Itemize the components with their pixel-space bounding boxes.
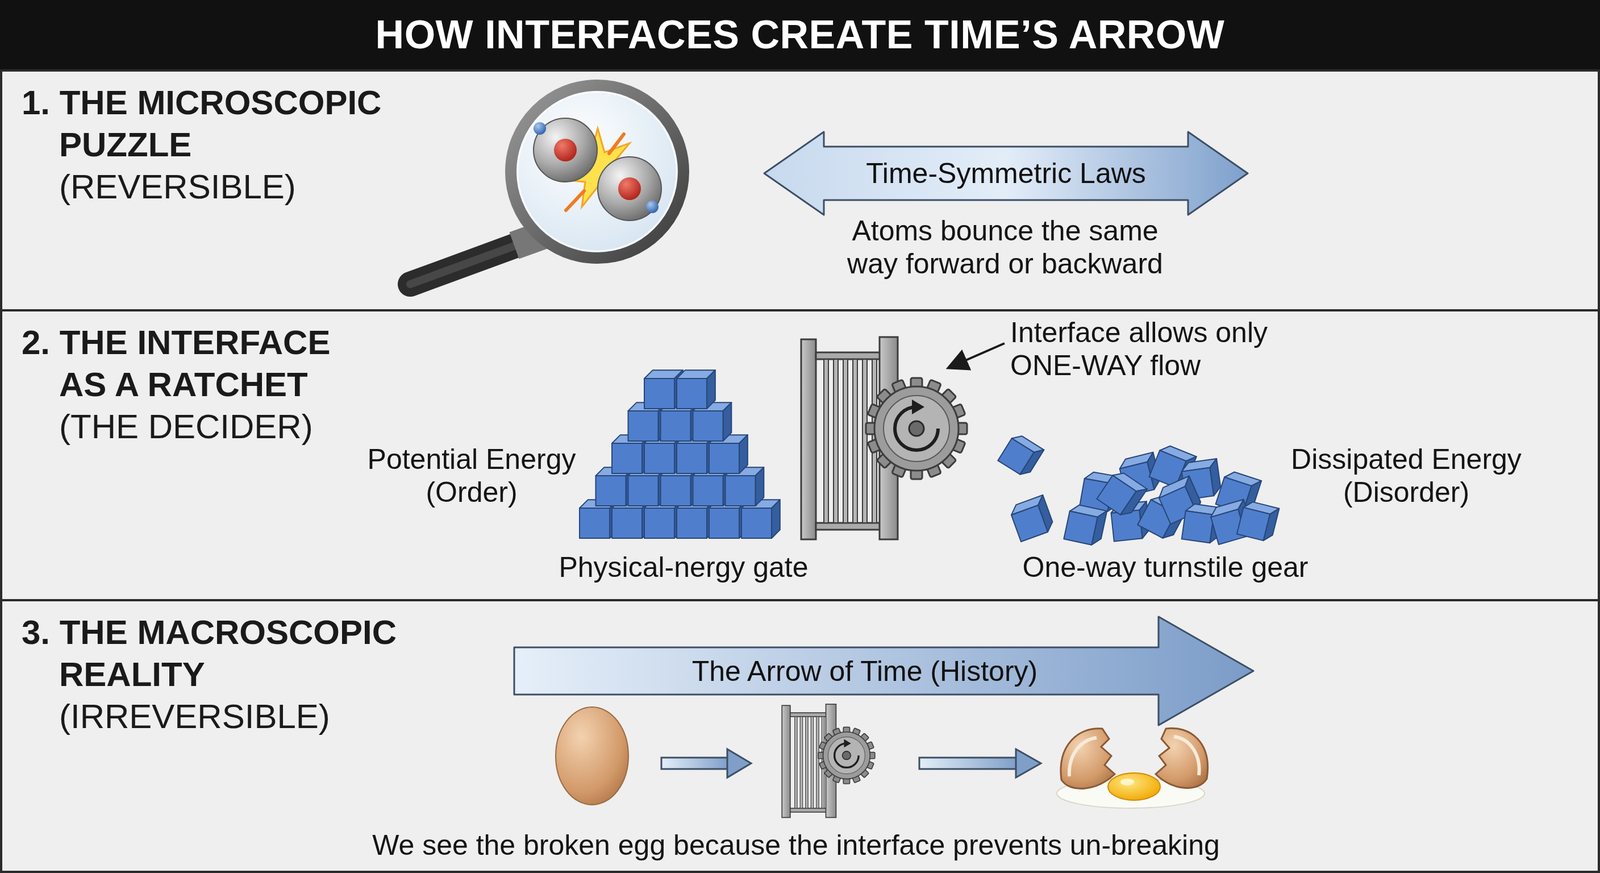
scattered-cubes [997,431,1279,547]
cube-front [676,378,707,409]
panel-subtitle: (IRREVERSIBLE) [59,695,412,738]
panel-title: 3. THE MACROSCOPIC REALITY [59,611,412,696]
panel-heading: 1. THE MICROSCOPIC PUZZLE(REVERSIBLE) [21,81,412,208]
sequence-arrow [919,748,1041,778]
leader-line [950,343,1005,368]
double-arrow-shape: Time-Symmetric Laws [762,130,1250,217]
cube-front [660,410,691,441]
panel-heading: 2. THE INTERFACE AS A RATCHET(THE DECIDE… [21,321,355,448]
ordered-cubes [579,369,781,539]
text-label: Physical-nergy gate [484,550,883,584]
arrow-shape: The Arrow of Time (History) [512,614,1256,727]
panel-subtitle: (THE DECIDER) [59,405,355,448]
arrow-body [514,616,1254,725]
cube-front [596,475,627,506]
cube-front [644,443,675,474]
cube-front [1096,475,1136,515]
atoms [533,118,662,221]
atoms-part [533,122,547,135]
atoms-part [597,156,662,221]
broken-egg-part [1155,727,1208,788]
arrow-label: Time-Symmetric Laws [865,156,1147,190]
cube-front [611,507,643,539]
cube-front [611,443,643,474]
cube-front [1063,510,1098,545]
cube-front [676,443,707,474]
sequence-arrow-part [1015,748,1041,778]
whole-egg-part [555,706,629,805]
cube [1008,494,1056,542]
cube-front [628,475,659,506]
collision-burst-part-part [565,190,585,211]
cube-front [1111,510,1143,542]
text-label: Interface allows only ONE-WAY flow [1010,315,1329,382]
text-label: Atoms bounce the same way forward or bac… [834,214,1176,281]
atoms-part [646,200,659,214]
cube-front [660,475,691,506]
atoms-part [618,177,641,200]
cube [997,431,1044,478]
cube-front [1181,510,1214,543]
atoms-part [553,138,577,162]
broken-egg-part [1107,772,1161,800]
sequence-arrow-part [727,748,752,778]
interface-gate [801,336,968,540]
cube-side [723,402,732,441]
cube-front [579,507,610,539]
cube-front [997,438,1034,474]
broken-egg [1056,727,1208,808]
collision-burst-part-part [609,134,624,154]
cube-side [739,434,748,474]
arrow-body [764,131,1248,215]
magnifying-glass [410,85,684,285]
cube-front [709,507,740,539]
cube [676,369,716,409]
panel-band: 1. THE MICROSCOPIC PUZZLE(REVERSIBLE) Tim… [0,69,1600,310]
small-gate [781,703,875,818]
text-label: One-way turnstile gear [966,550,1365,584]
sequence-arrow-part [661,757,729,769]
cube [1236,500,1279,543]
whole-egg [555,706,629,805]
cube [1063,503,1107,547]
text-label: Dissipated Energy (Disorder) [1275,442,1537,509]
broken-egg-part [1173,736,1200,775]
panel-title: 1. THE MICROSCOPIC PUZZLE [59,81,412,166]
cube-front [1011,505,1048,542]
sequence-arrow [661,748,752,778]
cube-front [741,507,772,539]
sequence-arrow-part [919,757,1018,769]
cube-front [628,410,659,441]
broken-egg-part [1060,728,1115,789]
small-gate-with-gear [781,703,875,818]
cube-front [693,410,724,441]
cube [1096,468,1148,520]
broken-egg-part [1120,778,1135,786]
cube-front [725,475,756,506]
panel-heading: 3. THE MACROSCOPIC REALITY(IRREVERSIBLE) [21,611,412,738]
cube-front [644,378,675,409]
cube-side [755,467,765,506]
panel-subtitle: (REVERSIBLE) [59,165,412,208]
cube-front [709,443,740,474]
cube-front [1236,507,1270,541]
diagram-title: HOW INTERFACES CREATE TIME’S ARROW [375,11,1225,58]
text-label: Potential Energy (Order) [340,442,603,509]
title-bar: HOW INTERFACES CREATE TIME’S ARROW [0,0,1600,70]
cube-side [706,369,716,409]
cube-front [676,507,707,539]
arrow-label: The Arrow of Time (History) [692,654,1038,688]
cube-side [771,499,781,539]
broken-egg-part [1069,737,1097,777]
cube-front [693,475,724,506]
magnifying-glass-part [517,92,677,252]
panel-title: 2. THE INTERFACE AS A RATCHET [59,321,355,406]
magnifying-glass-part [510,85,684,258]
cube-front [644,507,675,539]
text-label: We see the broken egg because the interf… [256,828,1336,862]
atoms-part [533,118,598,182]
